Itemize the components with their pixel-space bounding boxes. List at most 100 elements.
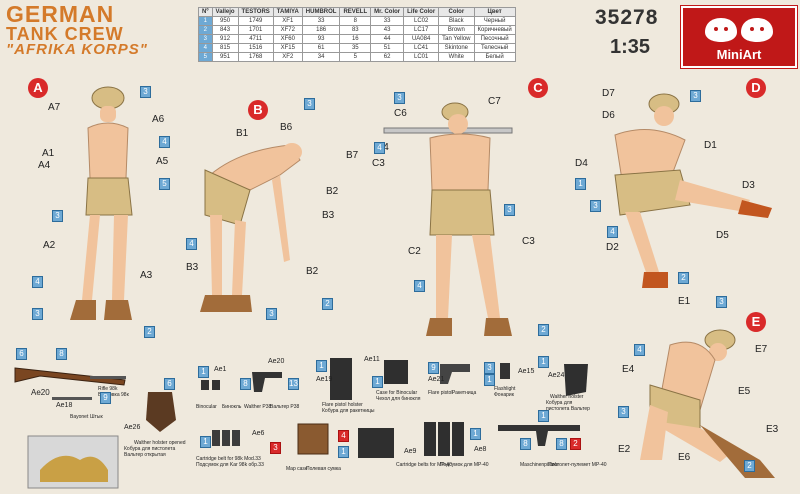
part-label: B1 — [236, 128, 249, 139]
part-label: C2 — [408, 246, 421, 257]
part-label: A2 — [43, 240, 56, 251]
color-number: 4 — [32, 276, 43, 288]
color-number: 1 — [470, 428, 481, 440]
color-number: 1 — [338, 446, 349, 458]
part-label: Ae6 — [252, 430, 265, 437]
part-label: C7 — [488, 96, 501, 107]
color-number: 4 — [634, 344, 645, 356]
color-number: 9 — [428, 362, 439, 374]
figure-b-badge: B — [248, 100, 268, 120]
accessory-flare-pistol — [440, 364, 470, 384]
part-label: D6 — [602, 110, 615, 121]
part-label: Ae11 — [364, 356, 380, 363]
accessory-caption: Cartridge belts for MP-40 — [396, 462, 452, 468]
paint-table-cell: White — [438, 52, 475, 62]
part-label: B3 — [186, 262, 199, 273]
color-number: 3 — [716, 296, 727, 308]
figure-d — [614, 93, 772, 288]
color-number: 3 — [618, 406, 629, 418]
color-number: 6 — [16, 348, 27, 360]
accessory-caption-ru: Винтовка 98к — [98, 392, 129, 398]
color-number: 1 — [538, 356, 549, 368]
accessory-cartridge-mp40-front — [358, 428, 394, 458]
kit-title: GERMAN TANK CREW "AFRIKA KORPS" — [6, 1, 148, 57]
accessory-caption: Bayonet — [70, 414, 89, 420]
part-label: Ae15 — [518, 368, 535, 375]
brand-logo: MiniArt — [681, 6, 797, 68]
figure-a — [70, 86, 133, 320]
part-label: A7 — [48, 102, 61, 113]
part-label: Ae19 — [316, 376, 333, 383]
accessory-cartridge-98k — [212, 430, 240, 446]
kit-scale: 1:35 — [610, 36, 651, 58]
accessory-caption-ru: Бинокль — [222, 404, 242, 410]
part-label: Ae1 — [214, 366, 227, 373]
title-line-1: GERMAN — [6, 1, 115, 27]
figure-e — [640, 329, 775, 478]
part-label: E6 — [678, 452, 691, 463]
accessory-caption: Map case — [286, 466, 308, 472]
color-number: 4 — [338, 430, 349, 442]
accessory-caption: Walther holster — [550, 394, 584, 400]
color-number: 8 — [56, 348, 67, 360]
color-number: 1 — [575, 178, 586, 190]
color-number: 3 — [590, 200, 601, 212]
color-number: 2 — [322, 298, 333, 310]
part-label: E4 — [622, 364, 635, 375]
color-number: 6 — [164, 378, 175, 390]
accessory-caption: Walther holster opened — [134, 440, 186, 446]
part-label: Ae8 — [474, 446, 487, 453]
color-number: 8 — [556, 438, 567, 450]
part-label: Ae20 — [268, 358, 285, 365]
figure-e-badge: E — [746, 312, 766, 332]
color-number: 3 — [394, 92, 405, 104]
color-number: 3 — [504, 204, 515, 216]
color-number: 3 — [690, 90, 701, 102]
part-label: D2 — [606, 242, 619, 253]
accessory-caption: Case for Binocular — [376, 390, 418, 396]
accessory-caption: Maschinenpistole — [520, 462, 559, 468]
accessory-bayonet — [52, 397, 92, 400]
color-number: 1 — [538, 410, 549, 422]
color-number: 1 — [316, 360, 327, 372]
part-label: D7 — [602, 88, 615, 99]
color-number: 4 — [186, 238, 197, 250]
part-label: Ae20 — [31, 388, 50, 397]
part-label: Ae21 — [428, 376, 445, 383]
color-number: 2 — [678, 272, 689, 284]
figure-a-badge: A — [28, 78, 48, 98]
color-number: 4 — [414, 280, 425, 292]
part-label: E7 — [755, 344, 768, 355]
accessory-figure-base — [27, 435, 119, 489]
part-label: D4 — [575, 158, 588, 169]
color-number: 3 — [32, 308, 43, 320]
accessory-caption: Binocular — [196, 404, 217, 410]
accessory-holster-open — [146, 392, 176, 432]
part-label: D5 — [716, 230, 729, 241]
part-label: Ae9 — [404, 448, 417, 455]
part-label: E1 — [678, 296, 691, 307]
accessory-rifle — [14, 367, 126, 386]
paint-table-cell: 1768 — [237, 52, 274, 62]
accessory-caption: Flashlight — [494, 386, 516, 392]
accessory-caption-ru: Штык — [90, 414, 103, 420]
accessory-caption-ru: Подсумок для MP-40 — [440, 462, 489, 468]
accessory-caption-ru: Полевая сумка — [306, 466, 341, 472]
part-label: E5 — [738, 386, 751, 397]
color-number: 3 — [52, 210, 63, 222]
accessory-cartridge-mp40 — [424, 422, 464, 456]
paint-table-cell: 62 — [370, 52, 405, 62]
figure-b — [200, 143, 302, 312]
paint-table-cell: Белый — [473, 52, 516, 62]
figure-c — [383, 102, 513, 336]
figure-c-badge: C — [528, 78, 548, 98]
color-number: 1 — [200, 436, 211, 448]
accessory-caption-ru: Ракетница — [452, 390, 477, 396]
color-number: 2 — [538, 324, 549, 336]
paint-table-cell: XF2 — [272, 52, 303, 62]
accessory-mp40 — [498, 425, 580, 446]
accessory-caption: Walther P38 — [244, 404, 272, 410]
